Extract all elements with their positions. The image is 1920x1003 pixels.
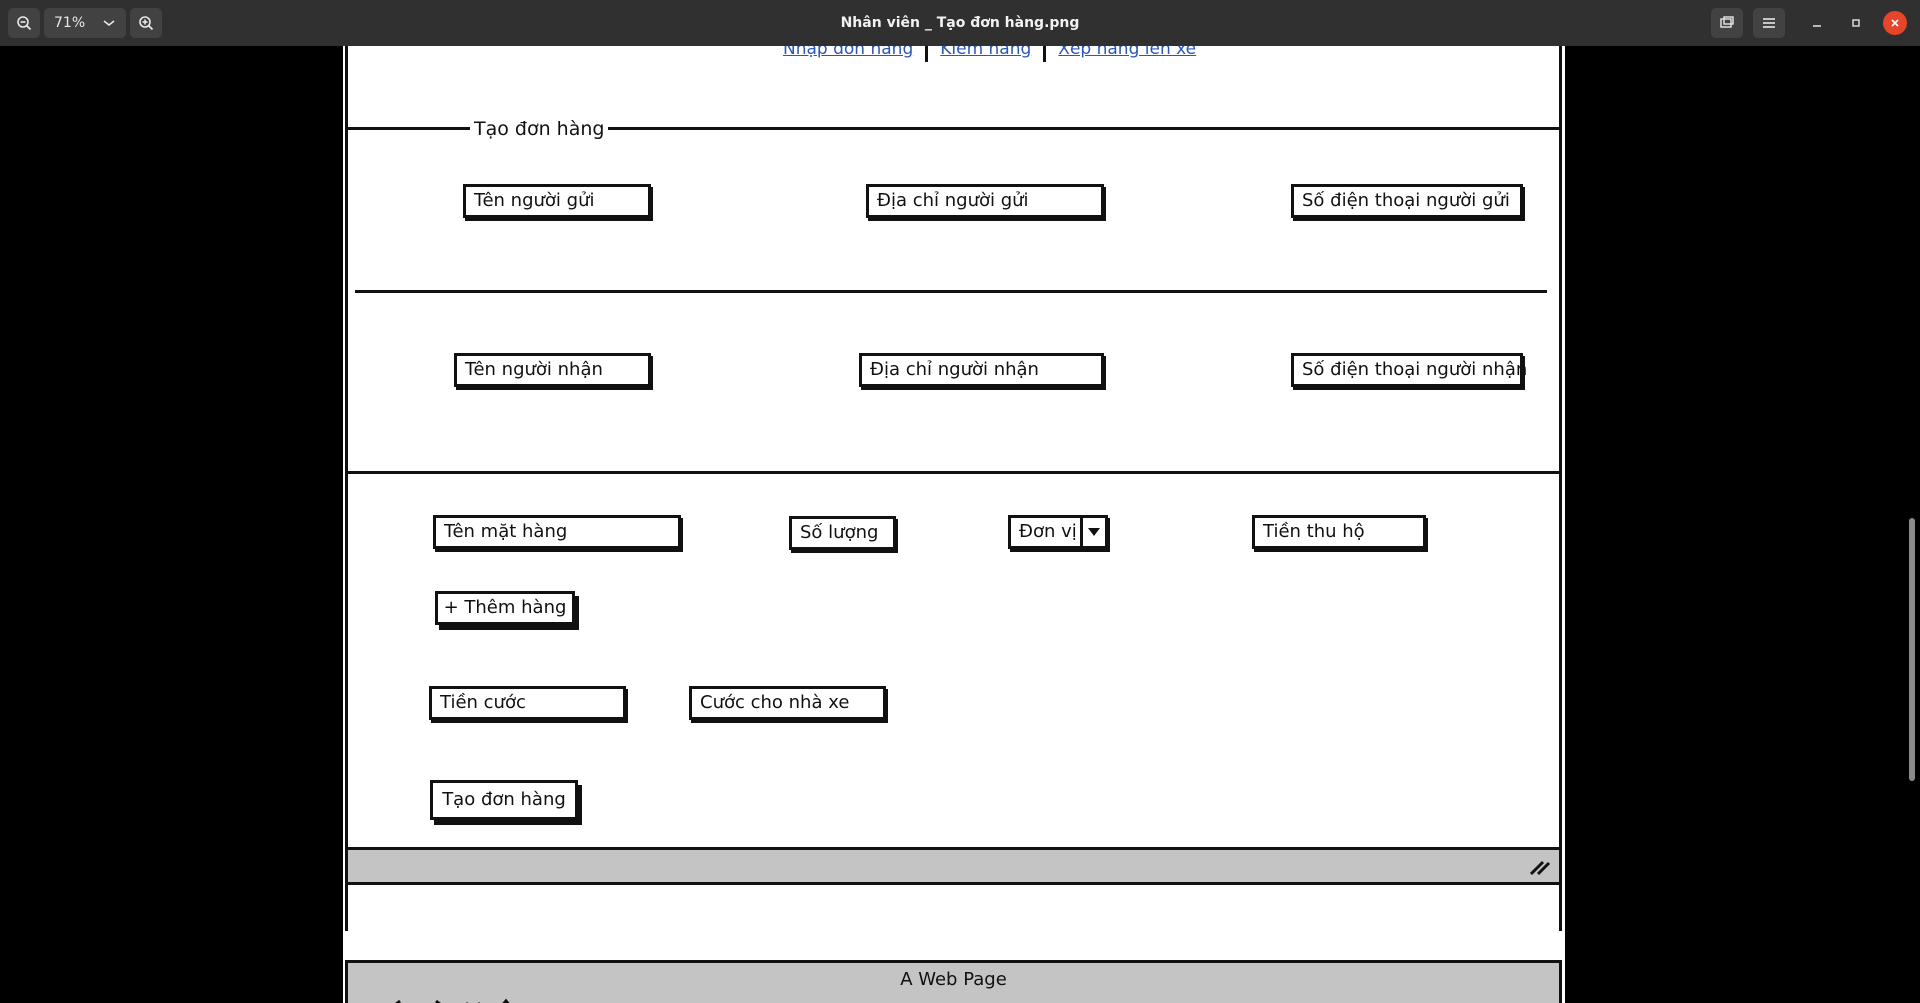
section-divider xyxy=(355,290,1547,293)
zoom-out-button[interactable] xyxy=(8,8,40,38)
cod-amount-input[interactable]: Tiền thu hộ xyxy=(1252,515,1426,549)
vertical-scrollbar-thumb[interactable] xyxy=(1909,518,1915,781)
add-item-button[interactable]: + Thêm hàng xyxy=(435,591,575,625)
main-menu-button[interactable] xyxy=(1753,8,1785,38)
nav-separator xyxy=(925,46,929,62)
nav-link-nhap-don-hang[interactable]: Nhập đơn hàng xyxy=(783,46,914,59)
window-frame xyxy=(345,46,1562,931)
fieldset-border xyxy=(347,127,1559,130)
image-viewer[interactable]: Nhập đơn hàng Kiểm hàng Xếp hàng lên xe … xyxy=(0,46,1920,1003)
fullscreen-icon xyxy=(1720,16,1734,28)
nav-links: Nhập đơn hàng Kiểm hàng Xếp hàng lên xe xyxy=(783,46,1196,64)
dropdown-arrow[interactable] xyxy=(1080,518,1105,546)
create-order-button[interactable]: Tạo đơn hàng xyxy=(430,780,578,820)
triangle-down-icon xyxy=(1088,528,1100,536)
nav-separator xyxy=(1043,46,1047,62)
maximize-button[interactable] xyxy=(1844,11,1868,35)
nav-link-xep-hang[interactable]: Xếp hàng lên xe xyxy=(1058,46,1197,59)
zoom-level-dropdown[interactable]: 71% xyxy=(44,8,126,38)
fullscreen-button[interactable] xyxy=(1711,8,1743,38)
quantity-input[interactable]: Số lượng xyxy=(789,516,896,550)
zoom-out-icon xyxy=(17,16,32,31)
hamburger-menu-icon xyxy=(1763,18,1775,28)
wireframe-page: Nhập đơn hàng Kiểm hàng Xếp hàng lên xe … xyxy=(343,46,1565,1003)
unit-select-value: Đơn vị xyxy=(1019,521,1077,542)
browser-nav-icons xyxy=(395,998,510,1003)
zoom-in-icon xyxy=(139,16,154,31)
section-divider xyxy=(347,471,1559,474)
zoom-level: 71% xyxy=(54,15,86,31)
shipping-fee-input[interactable]: Tiền cước xyxy=(429,686,626,720)
receiver-address-input[interactable]: Địa chỉ người nhận xyxy=(859,353,1104,387)
sender-address-input[interactable]: Địa chỉ người gửi xyxy=(866,184,1104,218)
maximize-icon xyxy=(1852,19,1860,27)
resize-grip-icon[interactable] xyxy=(1529,858,1551,876)
nav-link-kiem-hang[interactable]: Kiểm hàng xyxy=(940,46,1032,59)
receiver-name-input[interactable]: Tên người nhận xyxy=(454,353,651,387)
zoom-in-button[interactable] xyxy=(130,8,162,38)
close-icon xyxy=(1891,19,1899,27)
carrier-fee-input[interactable]: Cước cho nhà xe xyxy=(689,686,886,720)
unit-select[interactable]: Đơn vị xyxy=(1008,515,1108,549)
sender-name-input[interactable]: Tên người gửi xyxy=(463,184,651,218)
browser-window-mock: A Web Page xyxy=(345,960,1562,1003)
chevron-down-icon xyxy=(103,20,115,27)
sender-phone-input[interactable]: Số điện thoại người gửi xyxy=(1291,184,1523,218)
browser-title: A Web Page xyxy=(900,969,1007,990)
minimize-icon xyxy=(1813,25,1821,27)
fieldset-legend: Tạo đơn hàng xyxy=(470,116,609,142)
receiver-phone-input[interactable]: Số điện thoại người nhận xyxy=(1291,353,1527,387)
window-title: Nhân viên _ Tạo đơn hàng.png xyxy=(840,15,1080,31)
title-bar: 71% Nhân viên _ Tạo đơn hàng.png xyxy=(0,0,1920,46)
window-status-bar xyxy=(345,847,1562,885)
item-name-input[interactable]: Tên mặt hàng xyxy=(433,515,681,549)
close-button[interactable] xyxy=(1883,11,1907,35)
minimize-button[interactable] xyxy=(1805,11,1829,35)
